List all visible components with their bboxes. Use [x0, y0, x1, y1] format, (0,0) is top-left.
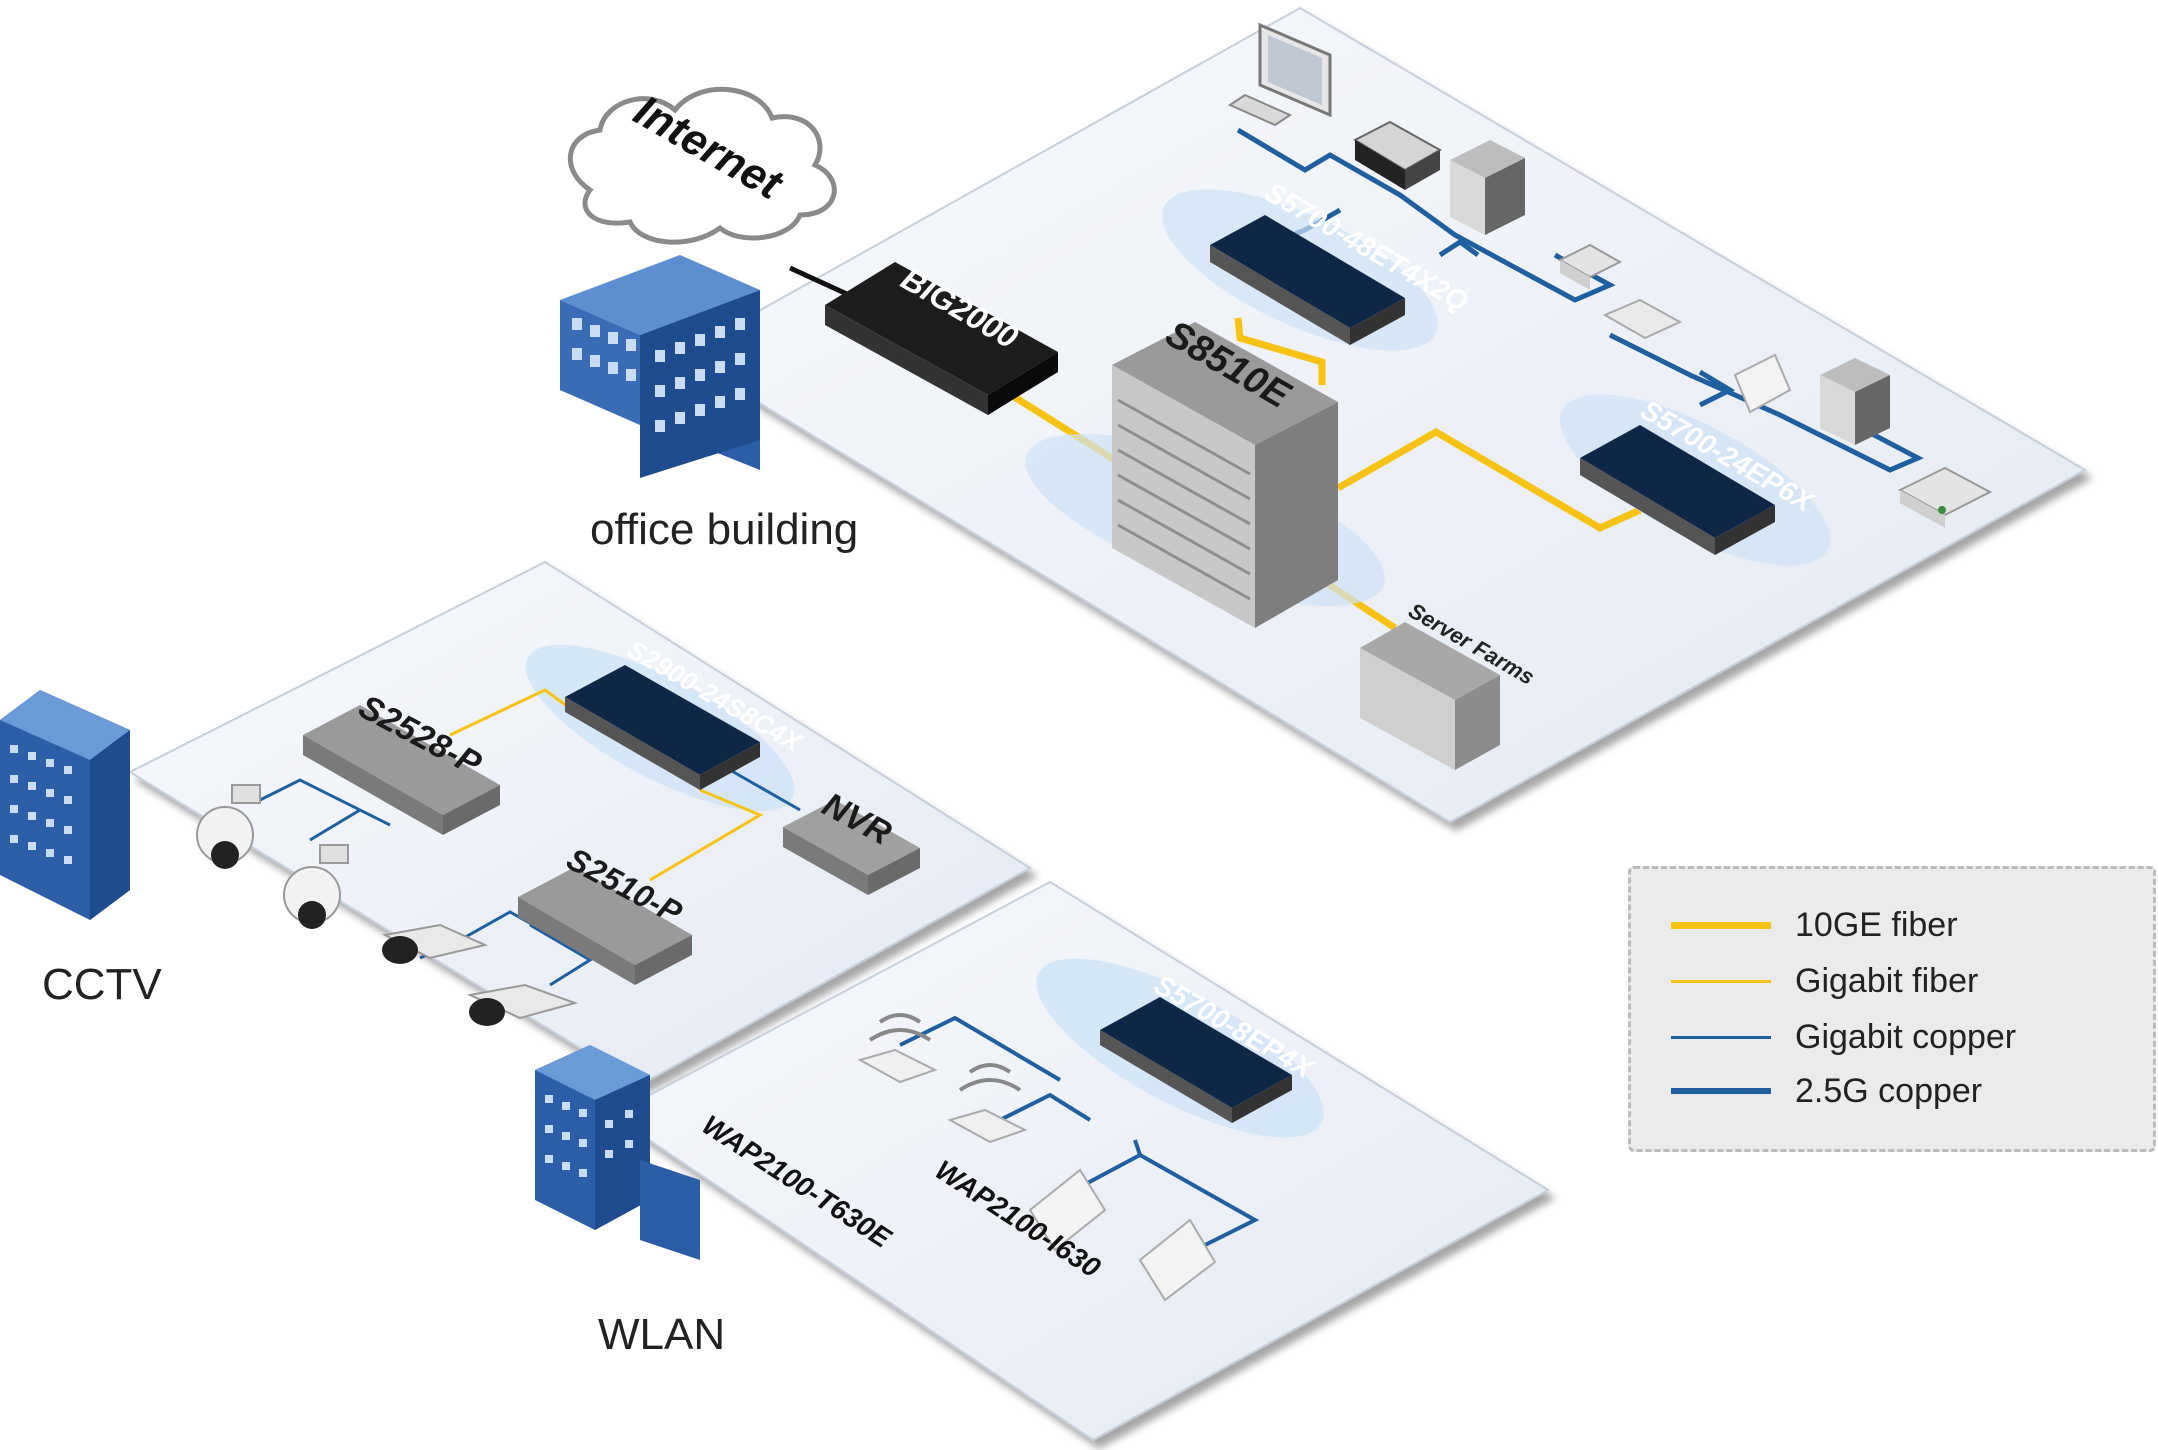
copper-right-lan [1608, 332, 1924, 473]
copper-wlan-4 [1133, 1139, 1142, 1156]
copper-wlan-1 [899, 1015, 1062, 1082]
copper-top-lan [1236, 127, 1616, 303]
wlan-label: WLAN [598, 1310, 726, 1359]
cctv-label: CCTV [42, 960, 162, 1009]
legend-swatch [1671, 1035, 1771, 1039]
copper-cctv-nvr [729, 768, 801, 812]
office-building-label: office building [590, 505, 859, 554]
fiber-core-right-switch [1336, 427, 1642, 532]
bullet-camera-2-icon [466, 983, 579, 1026]
printer-icon [1352, 120, 1443, 190]
wall-ap-icon [1602, 298, 1683, 340]
legend-row-2-5g-copper: 2.5G copper [1671, 1071, 1982, 1111]
copper-cctv-cams2 [309, 808, 361, 842]
legend-label: 2.5G copper [1795, 1071, 1983, 1110]
core-switch-s8510e: S8510E [1112, 313, 1338, 628]
outdoor-ap-icon [1733, 353, 1792, 414]
copper-cctv-cams4 [529, 923, 593, 987]
legend-label: 10GE fiber [1795, 905, 1958, 944]
copper-wlan-3 [1064, 1152, 1260, 1252]
ceiling-ap-2-icon [947, 1063, 1028, 1144]
router-big2000: BIG2000 [825, 260, 1058, 415]
dome-camera-icon [196, 784, 261, 869]
internet-cloud: Internet [567, 86, 837, 245]
pc-tower-icon [1450, 140, 1525, 235]
legend-swatch [1671, 1088, 1771, 1094]
outdoor-ap-2-icon [1028, 1168, 1107, 1252]
office-platform [678, 6, 2088, 824]
copper-wlan-2 [999, 1092, 1092, 1122]
wifi-ap-icon [1557, 243, 1623, 290]
wifi-router-icon [1897, 466, 1993, 528]
legend-label: Gigabit copper [1795, 1017, 2017, 1056]
outdoor-ap-3-icon [1138, 1218, 1217, 1302]
nvr: NVR [783, 786, 920, 895]
wlan-building-icon [535, 1045, 700, 1260]
pc-tower-right-icon [1820, 358, 1890, 445]
office-building-icon [560, 255, 760, 478]
legend-row-gigabit-fiber: Gigabit fiber [1671, 961, 1978, 1001]
fiber-core-top-switch [1234, 317, 1326, 385]
copper-right-branch [1698, 369, 1736, 408]
wlan-platform [610, 880, 1550, 1442]
ceiling-ap-icon [857, 1013, 938, 1084]
switch-s2510-p: S2510-P [518, 841, 692, 985]
legend-row-10ge-fiber: 10GE fiber [1671, 905, 1958, 945]
legend-row-gigabit-copper: Gigabit copper [1671, 1017, 2016, 1057]
dome-camera-2-icon [283, 844, 349, 929]
bullet-camera-icon [381, 923, 489, 964]
desktop-monitor-icon [1227, 22, 1332, 127]
copper-top-branch2 [1438, 238, 1480, 258]
legend-swatch [1671, 979, 1771, 983]
cctv-building-icon [0, 690, 130, 920]
fiber-cctv-agg-poe2 [649, 788, 764, 882]
legend: 10GE fiber Gigabit fiber Gigabit copper … [1628, 866, 2156, 1152]
legend-swatch [1671, 921, 1771, 929]
legend-label: Gigabit fiber [1795, 961, 1979, 1000]
